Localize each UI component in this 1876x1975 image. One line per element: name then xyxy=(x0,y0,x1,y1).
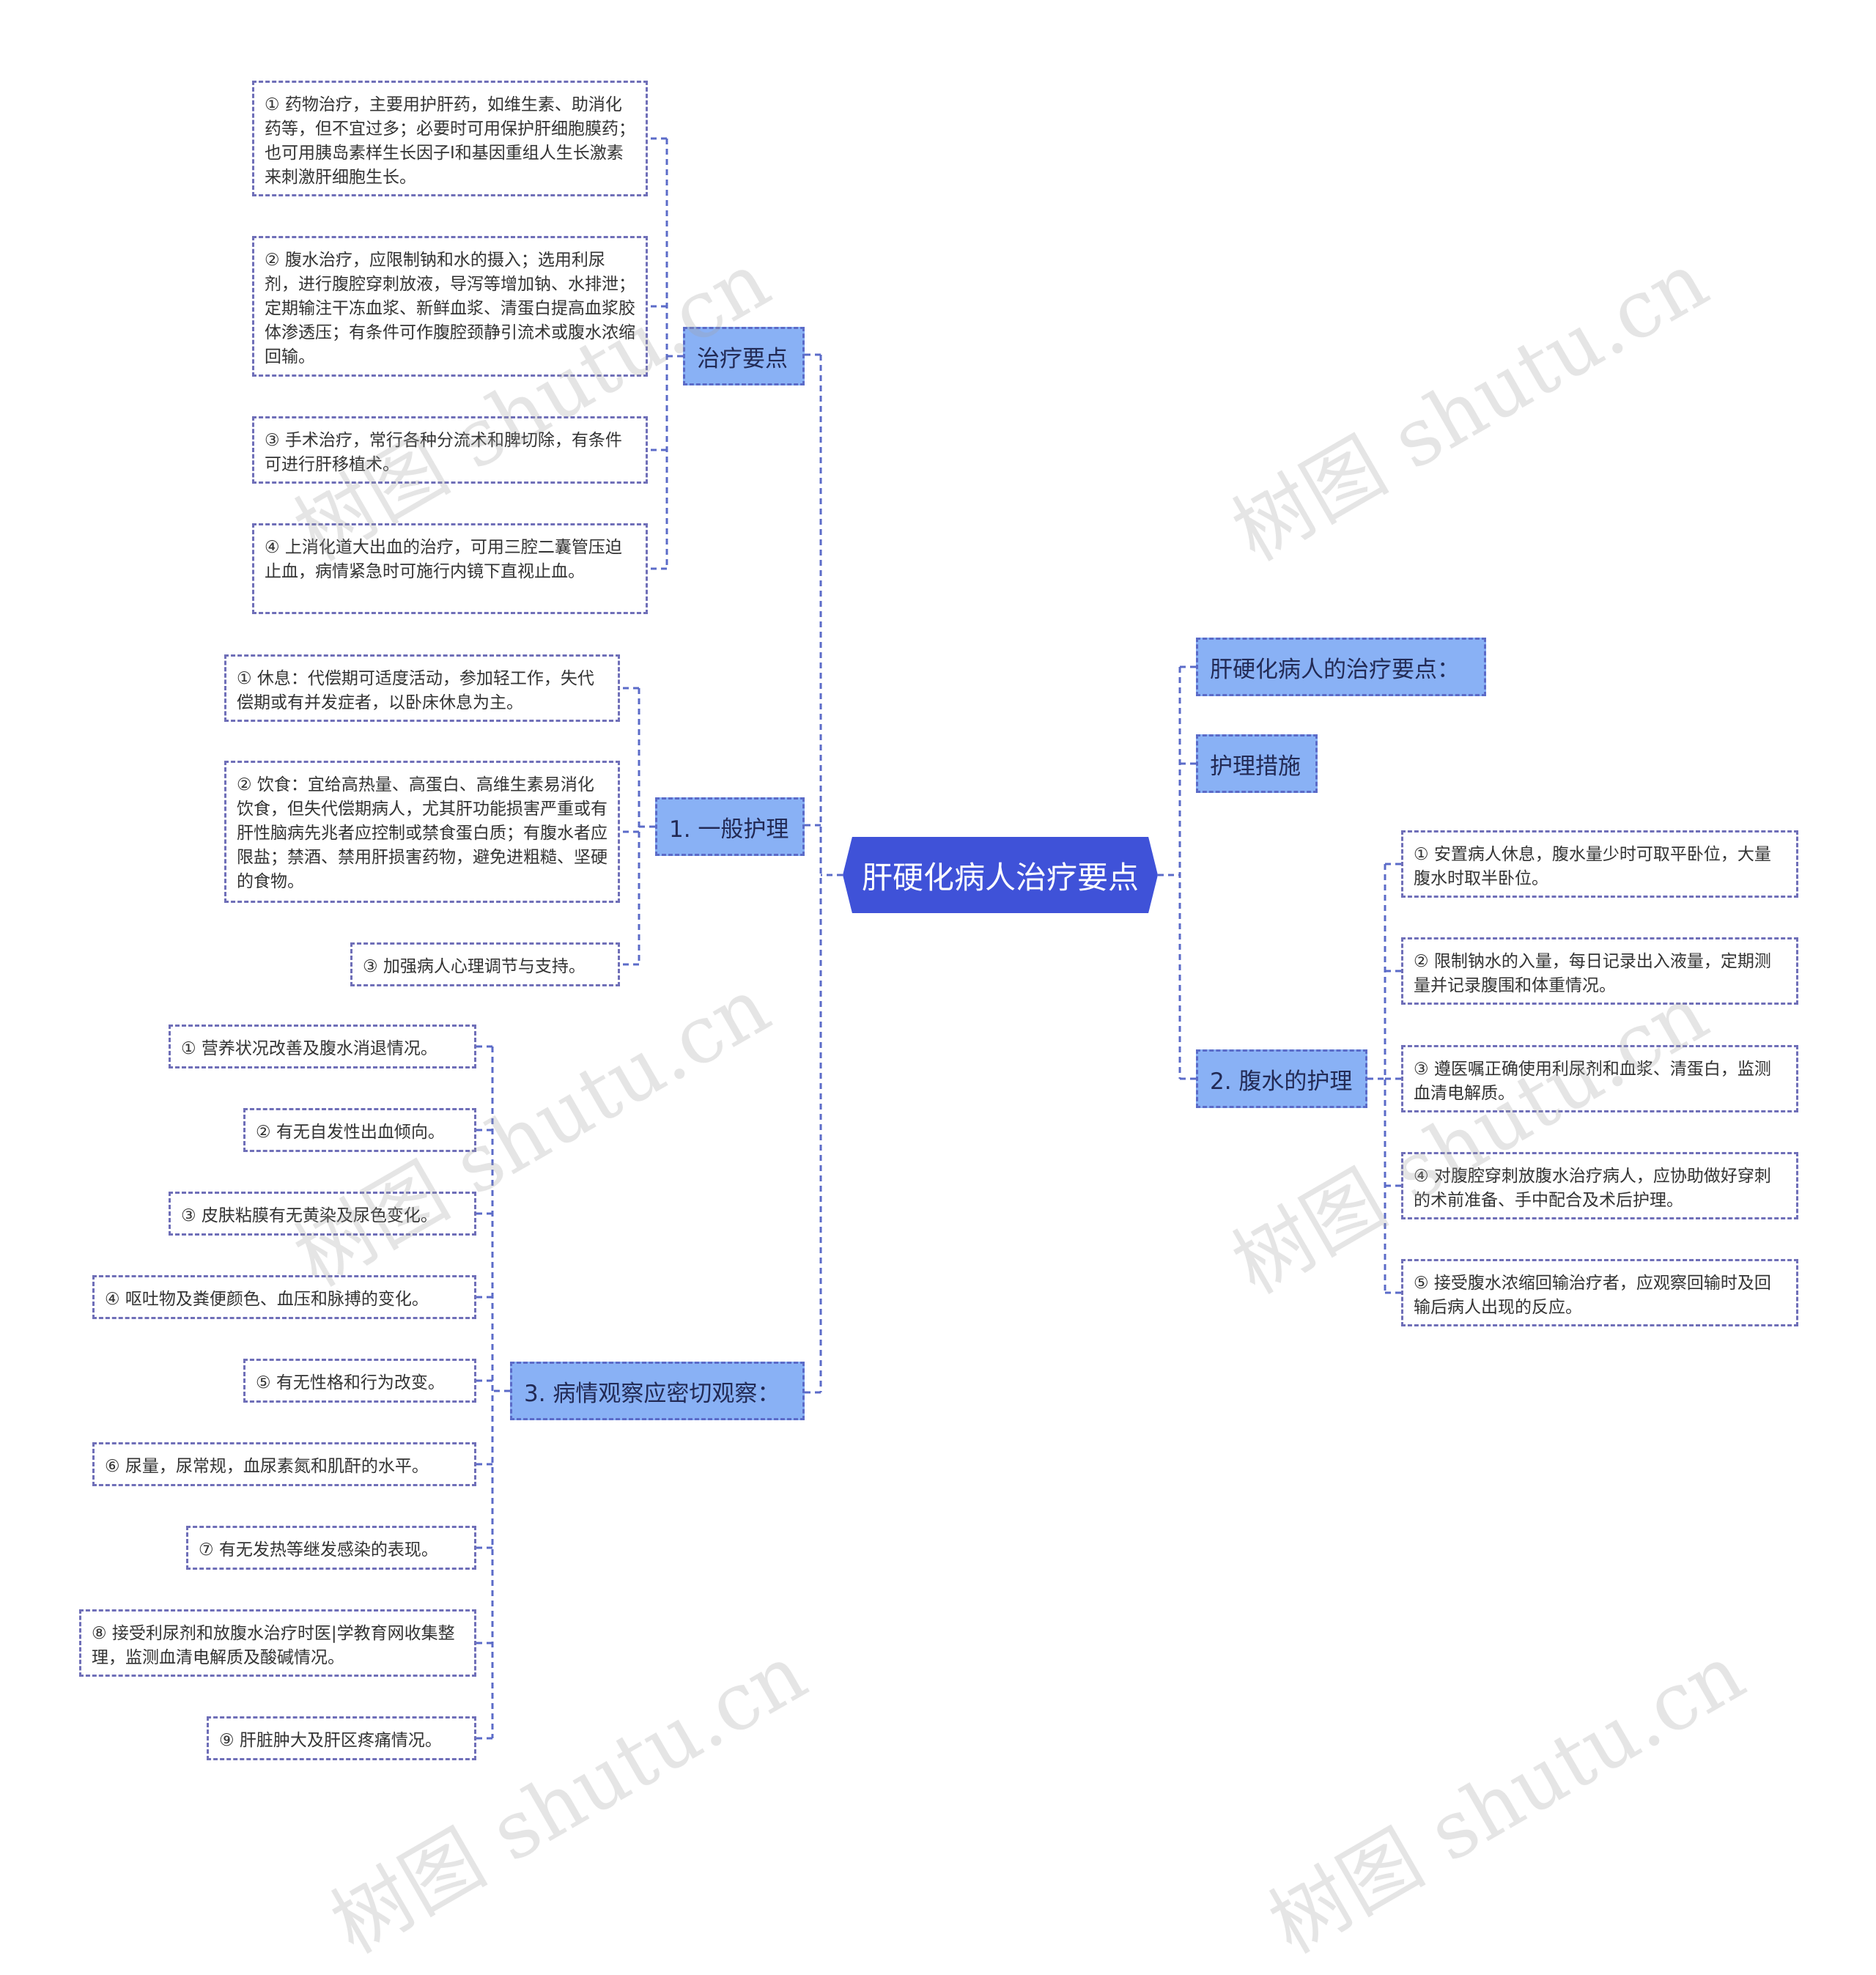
observe-item-1[interactable]: ① 营养状况改善及腹水消退情况。 xyxy=(169,1025,476,1068)
general-item-2[interactable]: ② 饮食：宜给高热量、高蛋白、高维生素易消化饮食，但失代偿期病人，尤其肝功能损害… xyxy=(224,761,620,903)
ascites-item-3[interactable]: ③ 遵医嘱正确使用利尿剂和血浆、清蛋白，监测血清电解质。 xyxy=(1401,1045,1798,1112)
ascites-item-2[interactable]: ② 限制钠水的入量，每日记录出入液量，定期测量并记录腹围和体重情况。 xyxy=(1401,937,1798,1005)
observe-item-5[interactable]: ⑤ 有无性格和行为改变。 xyxy=(243,1359,476,1403)
observe-item-6[interactable]: ⑥ 尿量，尿常规，血尿素氮和肌酐的水平。 xyxy=(92,1442,476,1486)
observe-item-2[interactable]: ② 有无自发性出血倾向。 xyxy=(243,1108,476,1152)
treatment-item-3[interactable]: ③ 手术治疗，常行各种分流术和脾切除，有条件可进行肝移植术。 xyxy=(252,416,648,484)
ascites-item-5[interactable]: ⑤ 接受腹水浓缩回输治疗者，应观察回输时及回输后病人出现的反应。 xyxy=(1401,1259,1798,1326)
observe-item-4[interactable]: ④ 呕吐物及粪便颜色、血压和脉搏的变化。 xyxy=(92,1275,476,1319)
general-item-1[interactable]: ① 休息：代偿期可适度活动，参加轻工作，失代偿期或有并发症者，以卧床休息为主。 xyxy=(224,654,620,722)
branch-treatment[interactable]: 治疗要点 xyxy=(683,327,805,385)
connector-lines xyxy=(476,137,1401,1740)
root-topic[interactable]: 肝硬化病人治疗要点 xyxy=(843,837,1158,913)
branch-general-care[interactable]: 1. 一般护理 xyxy=(655,797,805,856)
branch-observation[interactable]: 3. 病情观察应密切观察： xyxy=(510,1362,805,1420)
ascites-item-1[interactable]: ① 安置病人休息，腹水量少时可取平卧位，大量腹水时取半卧位。 xyxy=(1401,830,1798,898)
treatment-item-4[interactable]: ④ 上消化道大出血的治疗，可用三腔二囊管压迫止血，病情紧急时可施行内镜下直视止血… xyxy=(252,523,648,614)
treatment-item-1[interactable]: ① 药物治疗，主要用护肝药，如维生素、助消化药等，但不宜过多；必要时可用保护肝细… xyxy=(252,81,648,196)
observe-item-3[interactable]: ③ 皮肤粘膜有无黄染及尿色变化。 xyxy=(169,1192,476,1236)
branch-nursing-measures[interactable]: 护理措施 xyxy=(1196,734,1318,793)
observe-item-8[interactable]: ⑧ 接受利尿剂和放腹水治疗时医|学教育网收集整理，监测血清电解质及酸碱情况。 xyxy=(79,1609,476,1677)
observe-item-7[interactable]: ⑦ 有无发热等继发感染的表现。 xyxy=(186,1526,476,1570)
treatment-item-2[interactable]: ② 腹水治疗，应限制钠和水的摄入；选用利尿剂，进行腹腔穿刺放液，导泻等增加钠、水… xyxy=(252,236,648,377)
general-item-3[interactable]: ③ 加强病人心理调节与支持。 xyxy=(350,942,620,986)
branch-summary[interactable]: 肝硬化病人的治疗要点： xyxy=(1196,638,1486,696)
ascites-item-4[interactable]: ④ 对腹腔穿刺放腹水治疗病人，应协助做好穿刺的术前准备、手中配合及术后护理。 xyxy=(1401,1152,1798,1219)
observe-item-9[interactable]: ⑨ 肝脏肿大及肝区疼痛情况。 xyxy=(207,1716,476,1760)
branch-ascites-care[interactable]: 2. 腹水的护理 xyxy=(1196,1049,1367,1108)
